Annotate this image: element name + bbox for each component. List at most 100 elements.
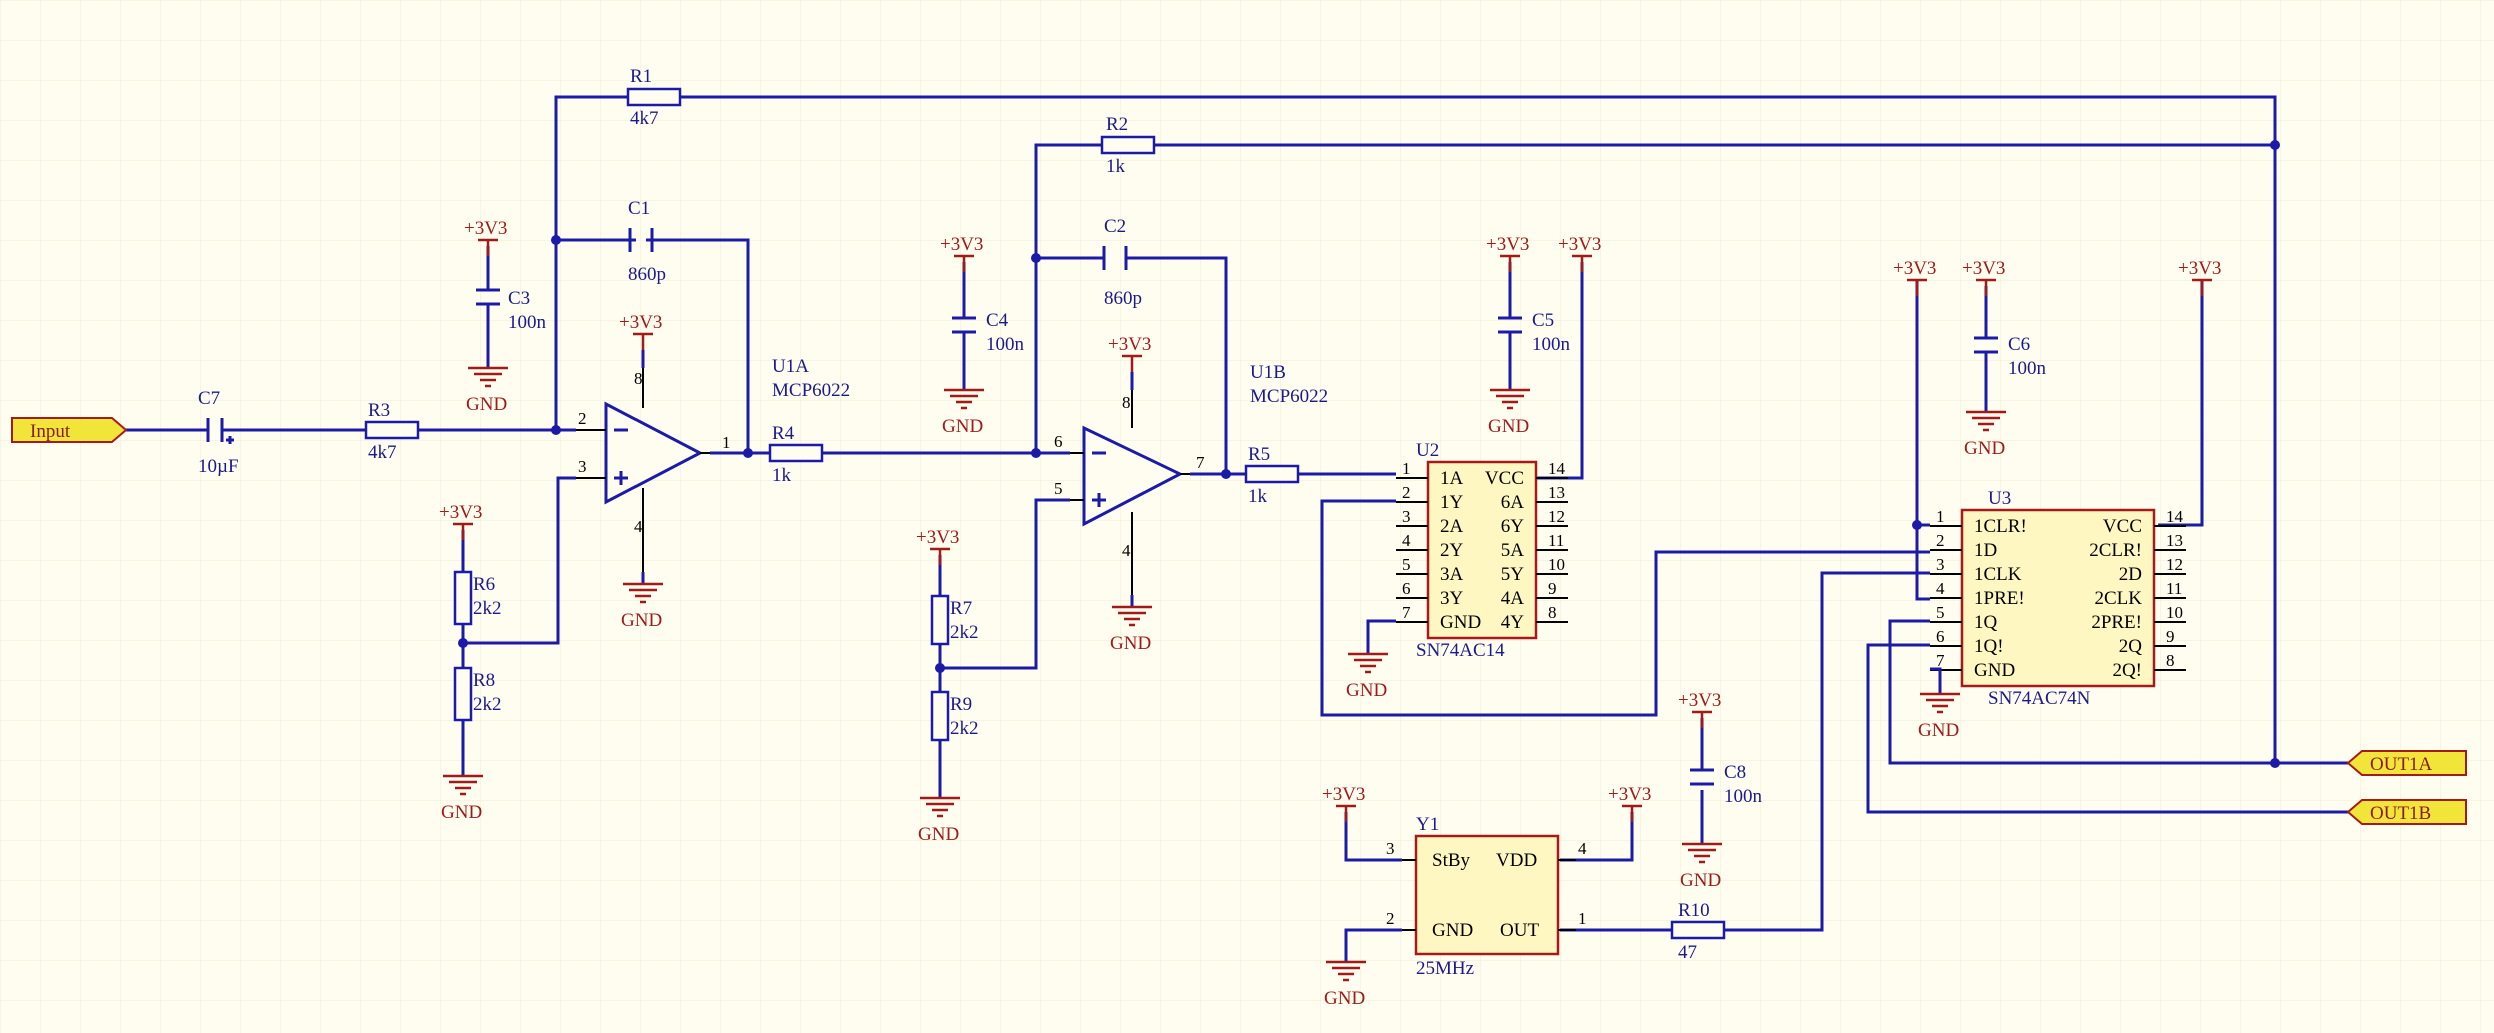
v3-label: +3V3 (1678, 690, 1721, 711)
y1-pin-4: 4 (1578, 839, 1587, 858)
ground-icon (1966, 410, 2006, 432)
c7-ref: C7 (198, 388, 220, 409)
u3-body (1960, 508, 2156, 688)
resistor-r5[interactable]: R5 1k (1244, 444, 1300, 507)
c8-value: 100n (1724, 786, 1763, 807)
u2-pin-name-left: GND (1440, 612, 1481, 633)
u2-pin-name-left: 3A (1440, 564, 1464, 585)
u3-pin-num-left: 6 (1936, 627, 1945, 646)
u3-pin-num-left: 2 (1936, 531, 1945, 550)
u1a-ref: U1A (772, 356, 809, 377)
u2-body (1426, 460, 1538, 640)
y1-pin-2: 2 (1386, 909, 1395, 928)
gnd-label: GND (942, 416, 983, 437)
y1-pin-vdd: VDD (1496, 850, 1537, 871)
ground-icon (1920, 692, 1960, 714)
u3-pin-name-left: 1Q (1974, 612, 1998, 633)
v3-label: +3V3 (439, 502, 482, 523)
input-port-label: Input (30, 421, 71, 442)
capacitor-c1[interactable]: C1 860p (628, 198, 666, 285)
v3-label: +3V3 (464, 218, 507, 239)
u3-pin-num-right: 8 (2166, 651, 2175, 670)
capacitor-c7[interactable]: C7 10µF (198, 388, 239, 477)
out1b-port[interactable]: OUT1B (2346, 799, 2467, 825)
v3-arrow-icon (1976, 278, 1996, 296)
u3-pin-num-left: 5 (1936, 603, 1945, 622)
u3-pin-name-right: 2D (2119, 564, 2142, 585)
c4-value: 100n (986, 334, 1025, 355)
v3-label: +3V3 (1893, 258, 1936, 279)
resistor-r1[interactable]: R1 4k7 (626, 66, 682, 129)
input-port[interactable]: Input (11, 417, 128, 443)
resistor-r3[interactable]: R3 4k7 (352, 400, 420, 463)
ground-icon (1682, 842, 1722, 864)
v3-arrow-icon (1336, 804, 1356, 822)
u2-ref: U2 (1416, 440, 1439, 461)
v3-label: +3V3 (916, 527, 959, 548)
r3-value: 4k7 (368, 442, 397, 463)
r10-value: 47 (1678, 942, 1697, 963)
r1-value: 4k7 (630, 108, 659, 129)
capacitor-c2[interactable]: C2 860p (1102, 216, 1142, 309)
v3-arrow-icon (478, 238, 498, 256)
v3-label: +3V3 (1962, 258, 2005, 279)
u1a-pin-noninv: 3 (578, 457, 587, 476)
capacitor-c8[interactable]: C8 100n (1690, 762, 1763, 807)
ground-icon (623, 582, 663, 604)
u3-pin-num-left: 3 (1936, 555, 1945, 574)
u3-pin-name-left: 1Q! (1974, 636, 2004, 657)
r4-ref: R4 (772, 423, 795, 444)
r2-value: 1k (1106, 156, 1126, 177)
gnd-label: GND (1110, 633, 1151, 654)
u2-pin-name-right: 4A (1501, 588, 1525, 609)
v3-arrow-icon (1122, 354, 1142, 372)
c8-ref: C8 (1724, 762, 1746, 783)
resistor-r2[interactable]: R2 1k (1100, 114, 1156, 177)
y1-value: 25MHz (1416, 958, 1474, 979)
capacitor-c4[interactable]: C4 100n (952, 262, 1025, 382)
v3-label: +3V3 (1486, 234, 1529, 255)
u3-pin-num-right: 10 (2166, 603, 2183, 622)
resistor-r9[interactable]: R9 2k2 (930, 690, 979, 786)
u2-pin-num-right: 9 (1548, 579, 1557, 598)
resistor-r8[interactable]: R8 2k2 (453, 666, 502, 764)
resistor-r4[interactable]: R4 1k (768, 423, 824, 486)
u2-pin-num-right: 14 (1548, 459, 1566, 478)
r9-ref: R9 (950, 694, 972, 715)
u3-pin-num-right: 14 (2166, 507, 2184, 526)
c6-value: 100n (2008, 358, 2047, 379)
v3-arrow-icon (1500, 254, 1520, 272)
r6-ref: R6 (473, 574, 495, 595)
resistor-r10[interactable]: R10 47 (1670, 900, 1726, 963)
opamp-u1a[interactable]: 2 3 1 8 4 U1A MCP6022 (576, 340, 850, 572)
u3-pin-num-right: 9 (2166, 627, 2175, 646)
r3-ref: R3 (368, 400, 390, 421)
v3-label: +3V3 (1608, 784, 1651, 805)
out1a-port-label: OUT1A (2370, 754, 2433, 775)
u2-pin-name-right: 5Y (1501, 564, 1525, 585)
u3-pin-num-right: 13 (2166, 531, 2183, 550)
resistor-r6[interactable]: R6 2k2 (453, 530, 502, 668)
u2-pin-num-left: 3 (1402, 507, 1411, 526)
r9-value: 2k2 (950, 718, 979, 739)
y1-ref: Y1 (1416, 814, 1439, 835)
r2-ref: R2 (1106, 114, 1128, 135)
r10-ref: R10 (1678, 900, 1710, 921)
out1a-port[interactable]: OUT1A (2346, 750, 2467, 776)
opamp-u1b[interactable]: 6 5 7 8 4 U1B MCP6022 (1054, 362, 1328, 595)
power-symbols: +3V3+3V3+3V3+3V3+3V3+3V3+3V3+3V3+3V3+3V3… (439, 218, 2221, 1009)
ground-icon (1326, 960, 1366, 982)
v3-arrow-icon (954, 254, 974, 272)
gnd-label: GND (1964, 438, 2005, 459)
capacitor-c5[interactable]: C5 100n (1498, 262, 1571, 382)
u2-pin-num-right: 12 (1548, 507, 1565, 526)
u2-pin-num-right: 11 (1548, 531, 1564, 550)
c5-ref: C5 (1532, 310, 1554, 331)
resistor-r7[interactable]: R7 2k2 (930, 555, 979, 692)
oscillator-y1[interactable]: Y1 25MHz StBy VDD GND OUT 3 4 2 1 (1386, 814, 1587, 979)
ground-icon (1112, 605, 1152, 627)
c6-ref: C6 (2008, 334, 2030, 355)
